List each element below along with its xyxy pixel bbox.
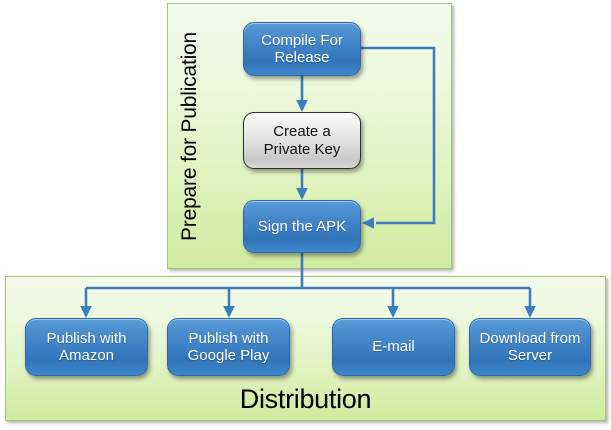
node-publish-with-amazon[interactable]: Publish with Amazon <box>25 318 148 376</box>
node-publish-with-google-play[interactable]: Publish with Google Play <box>167 318 290 376</box>
node-sign-the-apk-label: Sign the APK <box>257 217 347 235</box>
node-compile-for-release[interactable]: Compile For Release <box>243 22 361 76</box>
node-email[interactable]: E-mail <box>332 318 455 376</box>
node-create-a-private-key[interactable]: Create a Private Key <box>243 112 361 169</box>
node-create-a-private-key-label: Create a Private Key <box>263 123 341 158</box>
node-compile-for-release-label: Compile For Release <box>261 31 343 66</box>
node-publish-with-amazon-label: Publish with Amazon <box>46 329 127 364</box>
node-email-label: E-mail <box>372 338 415 356</box>
node-download-from-server-label: Download from Server <box>479 329 581 364</box>
node-sign-the-apk[interactable]: Sign the APK <box>243 200 361 253</box>
node-download-from-server[interactable]: Download from Server <box>469 318 591 376</box>
node-publish-with-google-play-label: Publish with Google Play <box>187 329 270 364</box>
group-label-distribution: Distribution <box>239 384 372 414</box>
